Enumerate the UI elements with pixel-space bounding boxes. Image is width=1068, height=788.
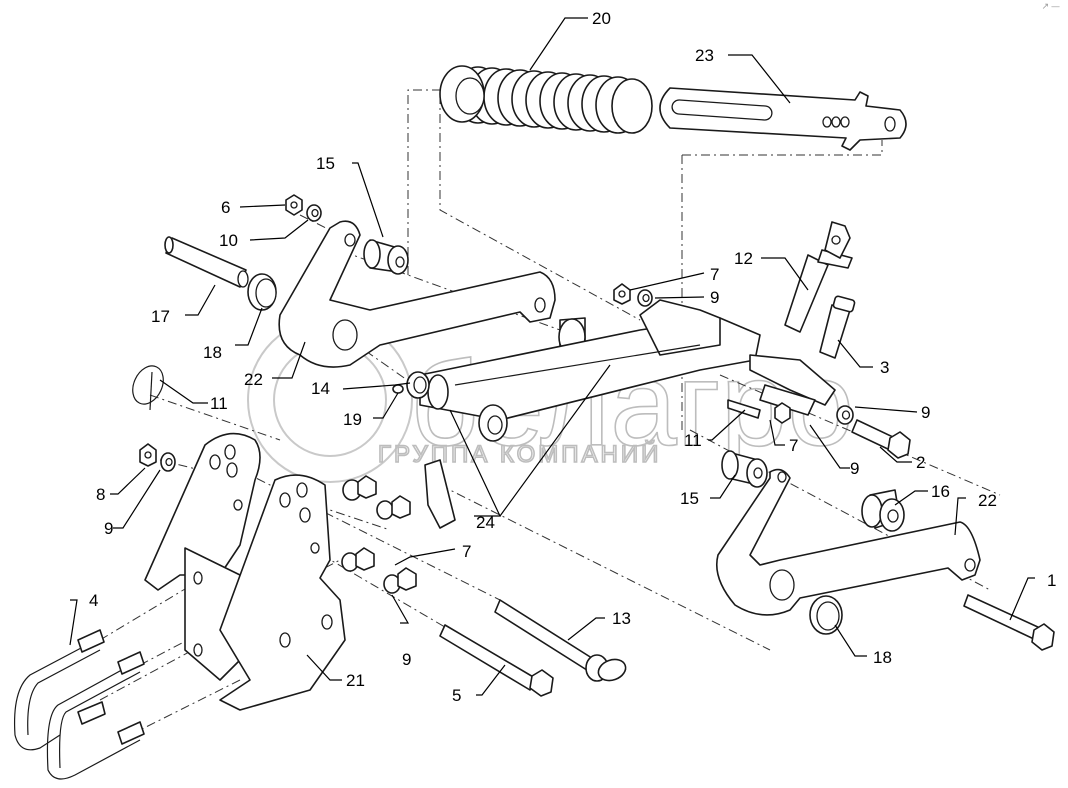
lynch-pin-11 (132, 365, 164, 411)
bolt-2 (851, 419, 911, 459)
callout-16: 16 (931, 482, 950, 501)
spring (439, 65, 653, 134)
bolt-5 (439, 624, 554, 697)
callout-9-mid: 9 (850, 459, 859, 478)
nut-8 (139, 443, 157, 467)
pin-17 (164, 236, 249, 288)
callout-24: 24 (476, 513, 495, 532)
pivot-bracket (727, 354, 836, 419)
callout-5: 5 (452, 686, 461, 705)
u-bolt-lower (46, 651, 145, 780)
lock-pin-12 (784, 221, 853, 333)
callout-22-lower: 22 (978, 491, 997, 510)
callout-20: 20 (592, 9, 611, 28)
callouts: 20 23 15 6 10 17 18 22 14 19 11 8 9 4 21… (89, 9, 1056, 705)
pivot-pin-3 (819, 295, 856, 359)
callout-21: 21 (346, 671, 365, 690)
callout-15-lower: 15 (680, 489, 699, 508)
callout-2: 2 (916, 453, 925, 472)
washer-9-upper (637, 289, 653, 307)
lever-arm-right (716, 468, 981, 616)
ring-pin-13 (494, 599, 627, 682)
callout-15-upper: 15 (316, 154, 335, 173)
callout-11-left: 11 (210, 394, 228, 413)
mounting-bracket-front (219, 474, 346, 711)
mounting-bracket-back (144, 432, 261, 591)
callout-19: 19 (343, 410, 362, 429)
nut-7-upper (613, 283, 631, 305)
washer-10 (306, 204, 322, 222)
fastener-stack-2 (376, 495, 411, 520)
callout-23: 23 (695, 46, 714, 65)
expand-icon[interactable]: ↗ — (1041, 2, 1060, 12)
callout-13: 13 (612, 609, 631, 628)
callout-7-bottom: 7 (462, 542, 471, 561)
washer-9-left (160, 452, 176, 472)
callout-18-lower: 18 (873, 648, 892, 667)
callout-14: 14 (311, 379, 330, 398)
fastener-stack-1 (342, 475, 377, 501)
callout-18-upper: 18 (203, 343, 222, 362)
slotted-link (659, 87, 907, 151)
fastener-stack-4 (383, 567, 417, 594)
bushing-upper (363, 239, 409, 275)
bushing-16 (861, 489, 905, 532)
callout-22-upper: 22 (244, 370, 263, 389)
callout-9-left: 9 (104, 519, 113, 538)
callout-9-top: 9 (710, 288, 719, 307)
callout-6: 6 (221, 198, 230, 217)
callout-8: 8 (96, 485, 105, 504)
callout-3: 3 (880, 358, 889, 377)
callout-7-top: 7 (710, 265, 719, 284)
mounting-plate (184, 547, 241, 681)
nut-6 (285, 194, 303, 216)
callout-4: 4 (89, 591, 98, 610)
fastener-stack-3 (341, 547, 375, 572)
bushing-lower (721, 450, 768, 488)
callout-7-mid: 7 (789, 436, 798, 455)
u-bolt-upper (13, 629, 105, 751)
watermark-subtitle: ГРУППА КОМПАНИЙ (378, 440, 661, 468)
leader-lines (69, 17, 1035, 696)
grease-nipple-19 (392, 384, 404, 394)
callout-17: 17 (151, 307, 170, 326)
callout-12: 12 (734, 249, 753, 268)
callout-1: 1 (1047, 571, 1056, 590)
bolt-1 (963, 594, 1055, 651)
flanged-bushing-lower (809, 595, 843, 635)
callout-9-right: 9 (921, 403, 930, 422)
lever-arm-left (278, 220, 556, 368)
callout-10: 10 (219, 231, 238, 250)
callout-9-bottom: 9 (402, 650, 411, 669)
callout-11-mid: 11 (684, 431, 702, 450)
flanged-bushing-upper (247, 273, 277, 311)
nut-7-mid (774, 402, 791, 424)
washer-9-right (836, 405, 854, 425)
sleeve-14 (406, 371, 430, 399)
